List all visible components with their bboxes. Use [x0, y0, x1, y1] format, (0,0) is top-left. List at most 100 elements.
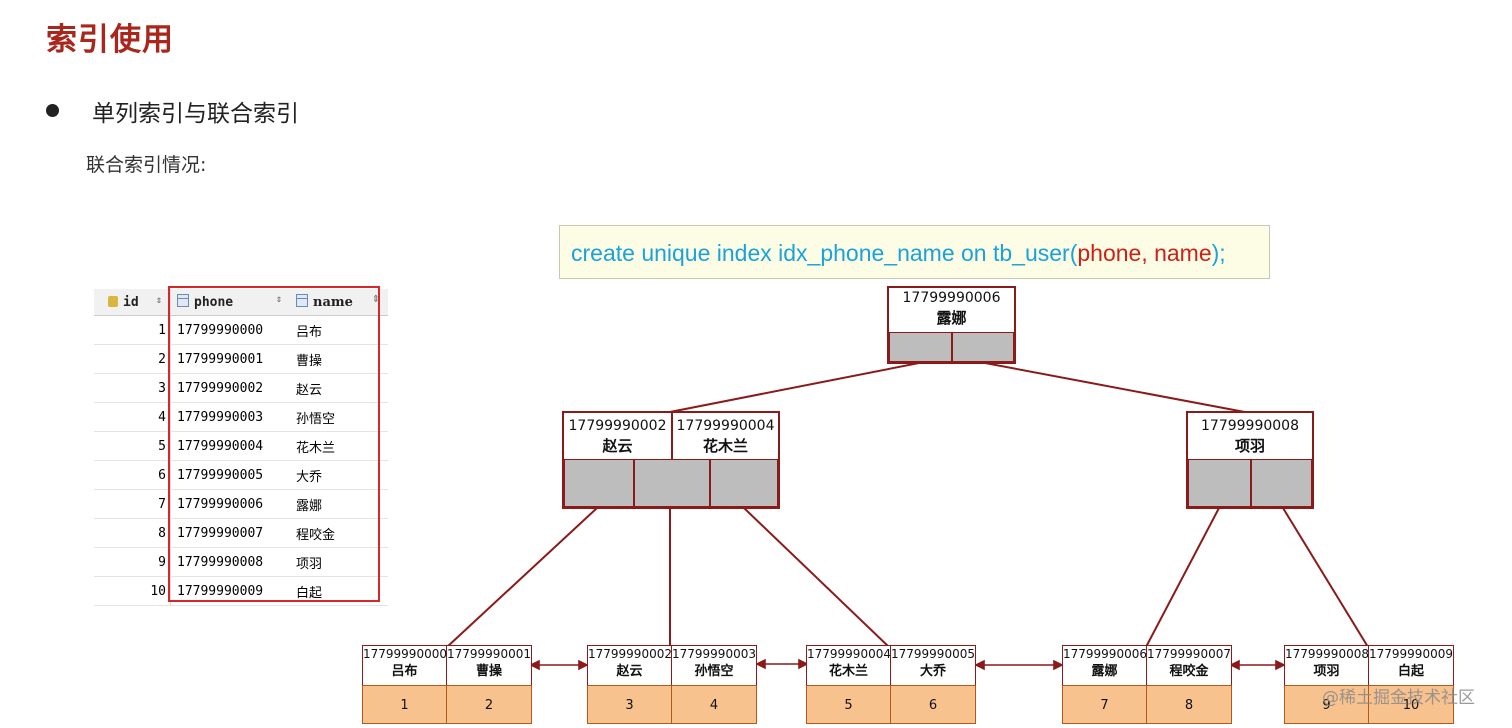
cell-id: 10 [94, 576, 171, 606]
internal-pointer [710, 459, 778, 507]
root-pointer-1 [889, 332, 952, 362]
internal-node-right: 17799990008 项羽 [1186, 411, 1314, 509]
edge-right-leaf4 [1145, 507, 1220, 648]
leaf-row-id: 4 [671, 685, 757, 724]
column-header-phone[interactable]: phone⇕ [170, 289, 290, 316]
page-title: 索引使用 [46, 22, 174, 58]
cell-phone: 17799990001 [170, 344, 290, 374]
cell-name: 曹操 [290, 344, 388, 374]
edge-root-right [984, 362, 1251, 414]
leaf-row-id: 1 [362, 685, 447, 724]
watermark: @稀土掘金技术社区 [1322, 688, 1475, 708]
cell-id: 9 [94, 547, 171, 577]
cell-name: 孙悟空 [290, 402, 388, 432]
internal-key: 17799990002 赵云 [568, 418, 667, 455]
table-header-row: id⇕ phone⇕ name⇕ [94, 289, 388, 316]
edge-left-leaf3 [743, 507, 890, 648]
sql-statement: create unique index idx_phone_name on tb… [559, 225, 1270, 279]
internal-pointer [1251, 459, 1312, 507]
leaf-row-id: 3 [587, 685, 672, 724]
cell-name: 吕布 [290, 315, 388, 345]
column-header-id[interactable]: id⇕ [94, 289, 171, 316]
internal-pointer [1188, 459, 1251, 507]
highlight-box-phone-name [168, 286, 380, 602]
leaf-row-id: 2 [446, 685, 532, 724]
internal-pointer [564, 459, 634, 507]
root-pointer-2 [952, 332, 1014, 362]
cell-phone: 17799990005 [170, 460, 290, 490]
sort-icon[interactable]: ⇕ [275, 294, 282, 305]
cell-id: 4 [94, 402, 171, 432]
cell-phone: 17799990004 [170, 431, 290, 461]
leaf-row-id: 8 [1146, 685, 1232, 724]
cell-phone: 17799990006 [170, 489, 290, 519]
internal-pointer [634, 459, 710, 507]
cell-id: 2 [94, 344, 171, 374]
root-key: 17799990006 露娜 [902, 290, 1001, 327]
leaf-row-id: 7 [1062, 685, 1147, 724]
internal-key: 17799990004 花木兰 [676, 418, 775, 455]
cell-phone: 17799990003 [170, 402, 290, 432]
cell-id: 6 [94, 460, 171, 490]
column-icon [177, 294, 189, 307]
internal-node-left: 17799990002 赵云 17799990004 花木兰 [562, 411, 780, 509]
column-header-name[interactable]: name⇕ [290, 289, 388, 316]
cell-id: 8 [94, 518, 171, 548]
sort-icon[interactable]: ⇕ [371, 294, 380, 305]
bullet-dot [46, 104, 59, 117]
column-icon [296, 294, 308, 307]
cell-id: 1 [94, 315, 171, 345]
edge-right-leaf5 [1282, 507, 1369, 648]
root-node: 17799990006 露娜 [887, 286, 1016, 364]
cell-name: 大乔 [290, 460, 388, 490]
sort-icon[interactable]: ⇕ [155, 294, 162, 306]
edge-root-left [669, 362, 920, 413]
leaf-row-id: 9 [1284, 685, 1369, 724]
cell-phone: 17799990007 [170, 518, 290, 548]
subtitle: 联合索引情况: [86, 154, 207, 176]
cell-name: 赵云 [290, 373, 388, 403]
cell-id: 5 [94, 431, 171, 461]
primary-key-icon [108, 295, 118, 307]
edge-left-leaf1 [446, 507, 598, 648]
cell-name: 花木兰 [290, 431, 388, 461]
leaf-row-id: 5 [806, 685, 891, 724]
cell-phone: 17799990002 [170, 373, 290, 403]
cell-id: 3 [94, 373, 171, 403]
cell-name: 露娜 [290, 489, 388, 519]
cell-name: 程咬金 [290, 518, 388, 548]
leaf-row-id: 6 [890, 685, 976, 724]
leaf-row-id: 10 [1368, 685, 1454, 724]
cell-name: 项羽 [290, 547, 388, 577]
cell-id: 7 [94, 489, 171, 519]
cell-phone: 17799990000 [170, 315, 290, 345]
bullet-heading: 单列索引与联合索引 [92, 101, 299, 127]
cell-phone: 17799990008 [170, 547, 290, 577]
internal-key: 17799990008 项羽 [1201, 418, 1299, 455]
